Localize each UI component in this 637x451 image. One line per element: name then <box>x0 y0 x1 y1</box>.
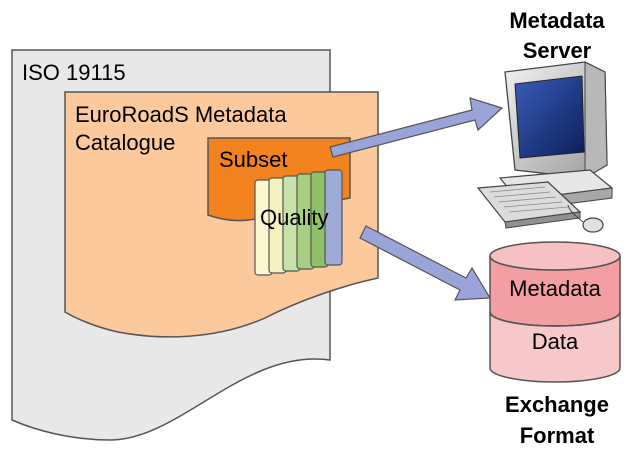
quality-label: Quality <box>260 205 328 230</box>
server-label-line2: Server <box>523 38 592 63</box>
server-label-line1: Metadata <box>509 8 605 33</box>
catalogue-label-line2: Catalogue <box>75 130 175 155</box>
catalogue-label-line1: EuroRoadS Metadata <box>75 102 287 127</box>
iso-label: ISO 19115 <box>22 60 126 85</box>
subset-label: Subset <box>219 147 288 172</box>
cylinder-metadata-label: Metadata <box>509 276 601 301</box>
quality-stack: Quality <box>254 169 343 276</box>
arrow-to-exchange <box>359 225 492 301</box>
arrow-to-server <box>329 97 504 158</box>
computer-icon <box>476 61 614 233</box>
quality-strip <box>324 169 343 266</box>
exchange-cylinder: Metadata Data <box>489 241 621 383</box>
exchange-label-line1: Exchange <box>505 392 609 417</box>
cylinder-data-label: Data <box>532 329 579 354</box>
exchange-label-line2: Format <box>520 423 595 448</box>
